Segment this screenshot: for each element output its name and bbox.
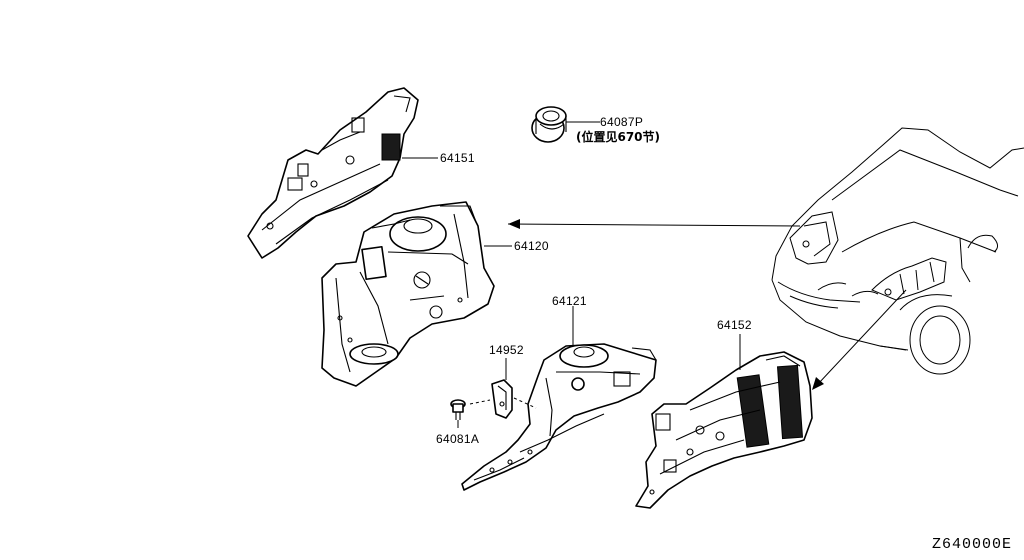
hoodledge-lower-64121[interactable] xyxy=(461,343,657,491)
bolt-64081a[interactable] xyxy=(450,399,466,420)
label-14952: 14952 xyxy=(489,343,524,357)
hoodledge-reinforcement-64151[interactable] xyxy=(247,87,419,259)
car-outline xyxy=(771,127,1024,375)
hoodledge-reinforcement-64152[interactable] xyxy=(635,351,813,509)
label-64120: 64120 xyxy=(514,239,549,253)
note-64087p: (位置见670节) xyxy=(576,129,660,144)
label-64081a: 64081A xyxy=(436,432,479,446)
strut-housing-64120[interactable] xyxy=(321,201,495,387)
label-64121: 64121 xyxy=(552,294,587,308)
grommet-64087p[interactable] xyxy=(531,106,567,143)
label-64151: 64151 xyxy=(440,151,475,165)
reference-arrows xyxy=(507,219,907,390)
label-64152: 64152 xyxy=(717,318,752,332)
bracket-14952[interactable] xyxy=(491,379,513,419)
label-64087p: 64087P xyxy=(600,115,643,129)
diagram-code: Z640000E xyxy=(932,536,1012,553)
